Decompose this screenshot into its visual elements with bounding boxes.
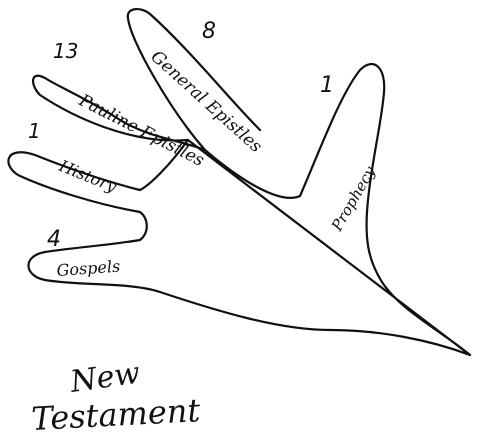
- title-line-1: New: [67, 356, 142, 401]
- history-label: History: [56, 156, 121, 197]
- pauline-epistles-label: Pauline Epistles: [75, 90, 208, 171]
- history-count: 1: [28, 119, 41, 143]
- prophecy-label: Prophecy: [327, 163, 379, 235]
- general-epistles-count: 8: [202, 19, 216, 44]
- gospels-count: 4: [47, 227, 61, 252]
- pauline-epistles-count: 13: [53, 39, 78, 63]
- gospels-label: Gospels: [56, 257, 121, 280]
- title-line-2: Testament: [30, 391, 201, 438]
- prophecy-count: 1: [320, 73, 334, 98]
